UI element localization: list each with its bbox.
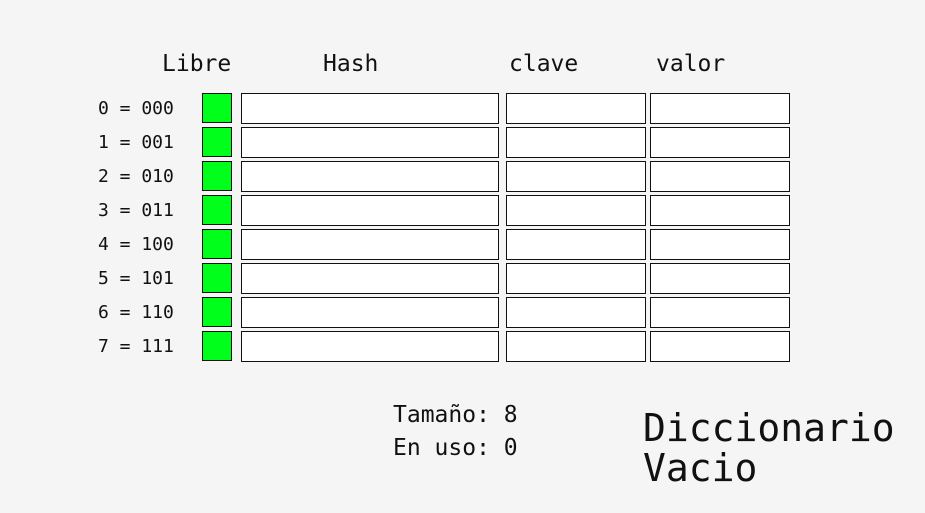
size-stat: Tamaño: 8 bbox=[393, 402, 518, 428]
header-valor: valor bbox=[656, 51, 726, 77]
header-libre: Libre bbox=[162, 51, 232, 77]
valor-cell bbox=[650, 331, 790, 362]
table-row: 0 = 000 bbox=[0, 93, 925, 125]
free-indicator bbox=[202, 161, 232, 191]
free-indicator bbox=[202, 195, 232, 225]
table-row: 4 = 100 bbox=[0, 229, 925, 261]
valor-cell bbox=[650, 161, 790, 192]
row-index-label: 1 = 001 bbox=[98, 132, 174, 153]
hash-cell bbox=[241, 195, 499, 226]
valor-cell bbox=[650, 297, 790, 328]
header-clave: clave bbox=[509, 51, 579, 77]
free-indicator bbox=[202, 229, 232, 259]
header-hash: Hash bbox=[323, 51, 379, 77]
hash-cell bbox=[241, 331, 499, 362]
valor-cell bbox=[650, 195, 790, 226]
clave-cell bbox=[506, 229, 646, 260]
table-row: 1 = 001 bbox=[0, 127, 925, 159]
row-index-label: 5 = 101 bbox=[98, 268, 174, 289]
row-index-label: 7 = 111 bbox=[98, 336, 174, 357]
hash-cell bbox=[241, 229, 499, 260]
clave-cell bbox=[506, 297, 646, 328]
table-row: 5 = 101 bbox=[0, 263, 925, 295]
clave-cell bbox=[506, 161, 646, 192]
free-indicator bbox=[202, 263, 232, 293]
free-indicator bbox=[202, 331, 232, 361]
clave-cell bbox=[506, 127, 646, 158]
valor-cell bbox=[650, 93, 790, 124]
status-line-2: Vacio bbox=[643, 446, 758, 490]
hash-cell bbox=[241, 93, 499, 124]
hash-cell bbox=[241, 127, 499, 158]
clave-cell bbox=[506, 195, 646, 226]
hash-cell bbox=[241, 263, 499, 294]
table-row: 7 = 111 bbox=[0, 331, 925, 363]
row-index-label: 2 = 010 bbox=[98, 166, 174, 187]
clave-cell bbox=[506, 331, 646, 362]
row-index-label: 0 = 000 bbox=[98, 98, 174, 119]
table-row: 2 = 010 bbox=[0, 161, 925, 193]
clave-cell bbox=[506, 93, 646, 124]
status-line-1: Diccionario bbox=[643, 406, 895, 450]
table-row: 3 = 011 bbox=[0, 195, 925, 227]
table-row: 6 = 110 bbox=[0, 297, 925, 329]
valor-cell bbox=[650, 229, 790, 260]
in-use-stat: En uso: 0 bbox=[393, 435, 518, 461]
clave-cell bbox=[506, 263, 646, 294]
free-indicator bbox=[202, 297, 232, 327]
row-index-label: 4 = 100 bbox=[98, 234, 174, 255]
row-index-label: 6 = 110 bbox=[98, 302, 174, 323]
free-indicator bbox=[202, 93, 232, 123]
free-indicator bbox=[202, 127, 232, 157]
valor-cell bbox=[650, 263, 790, 294]
row-index-label: 3 = 011 bbox=[98, 200, 174, 221]
hash-cell bbox=[241, 161, 499, 192]
valor-cell bbox=[650, 127, 790, 158]
hash-cell bbox=[241, 297, 499, 328]
